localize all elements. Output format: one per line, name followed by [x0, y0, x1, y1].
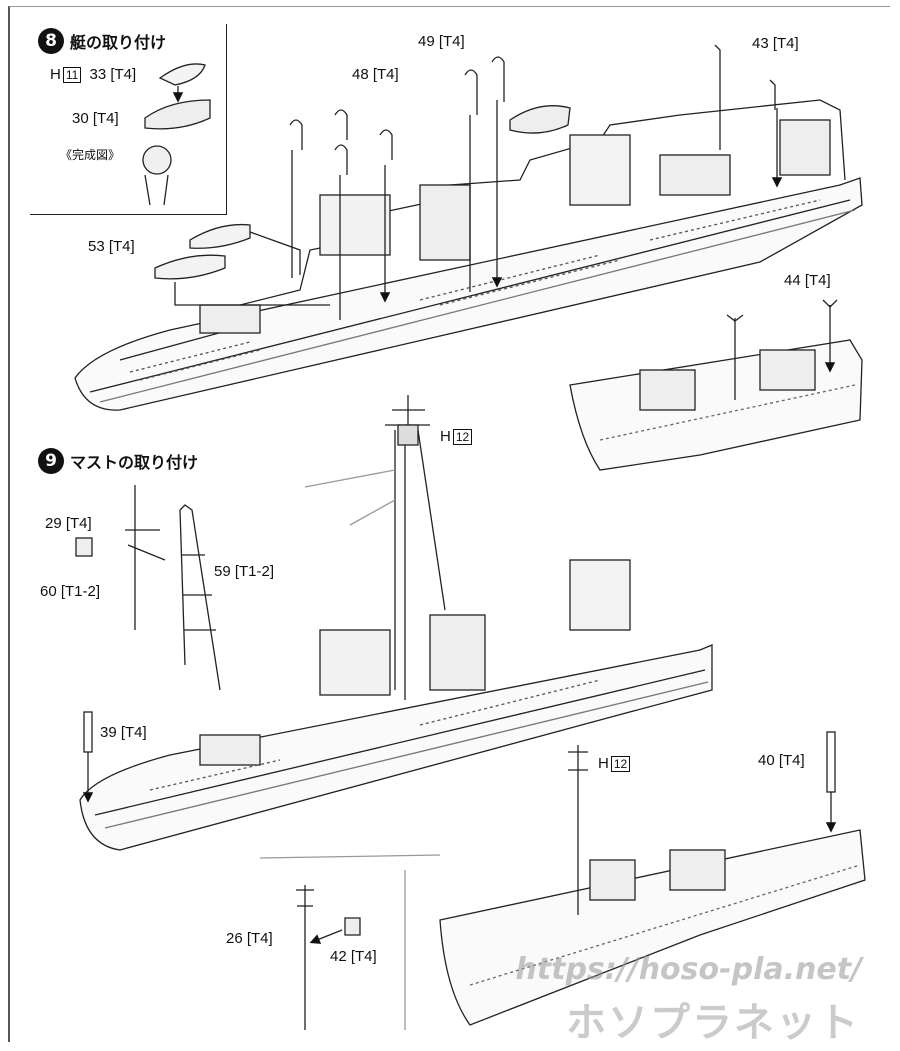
- part30-label: 30 [T4]: [72, 110, 119, 127]
- ship-hull-step9: [79, 559, 713, 851]
- h11-prefix: H: [50, 66, 61, 83]
- tripod-mast: [385, 395, 446, 700]
- h11-number: 11: [62, 67, 82, 83]
- part53-label: 53 [T4]: [88, 238, 135, 255]
- mast-parts: [75, 485, 221, 691]
- step9-number: 9: [38, 448, 64, 474]
- ship-hull-step8: [74, 99, 863, 411]
- h12-prefix: H: [440, 428, 451, 445]
- boat-inset-parts: [142, 63, 211, 206]
- watermark-url: https://hoso-pla.net/: [515, 952, 862, 987]
- step8-heading: 8 艇の取り付け: [38, 28, 166, 54]
- part49-label: 49 [T4]: [418, 33, 465, 50]
- complete-note: 《完成図》: [60, 148, 121, 162]
- part59-label: 59 [T1-2]: [214, 563, 275, 580]
- step8-title: 艇の取り付け: [70, 33, 167, 52]
- boat-assembly-inset: [30, 24, 227, 215]
- page-border: [8, 6, 890, 1042]
- part33-label: 33 [T4]: [89, 66, 137, 83]
- stern-detail-step8: [569, 299, 863, 471]
- parts-26-42: [296, 885, 361, 1030]
- h12b-number: 12: [610, 756, 631, 772]
- step9-title: マストの取り付け: [70, 453, 199, 472]
- part42-label: 42 [T4]: [330, 948, 377, 965]
- h12-number: 12: [452, 429, 473, 445]
- part39-label: 39 [T4]: [100, 724, 147, 741]
- boats-53: [154, 223, 330, 306]
- part40-label: 40 [T4]: [758, 752, 805, 769]
- part29-label: 29 [T4]: [45, 515, 92, 532]
- h12b-prefix: H: [598, 755, 609, 772]
- part44-label: 44 [T4]: [784, 272, 831, 289]
- step9-heading: 9 マストの取り付け: [38, 448, 198, 474]
- part26-label: 26 [T4]: [226, 930, 273, 947]
- watermark-brand: ホソプラネット: [566, 1000, 860, 1046]
- davits: [289, 44, 777, 320]
- stern-detail-step9: [439, 731, 866, 1026]
- part48-label: 48 [T4]: [352, 66, 399, 83]
- part43-label: 43 [T4]: [752, 35, 799, 52]
- step8-number: 8: [38, 28, 64, 54]
- part60-label: 60 [T1-2]: [40, 583, 101, 600]
